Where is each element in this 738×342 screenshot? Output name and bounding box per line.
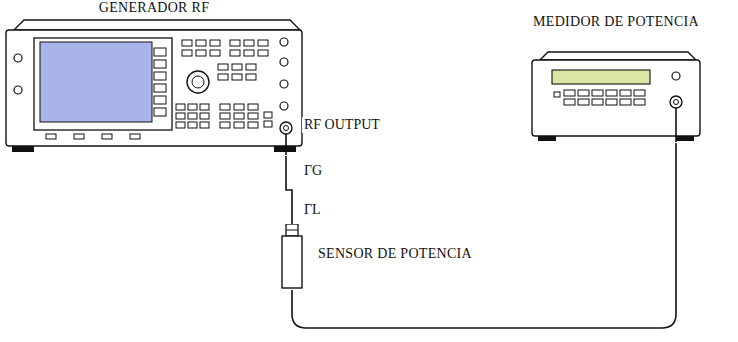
rf-generator-drawing [0,0,306,156]
power-sensor: SENSOR DE POTENCIA [280,224,520,290]
coax-cable [292,143,676,328]
device-name: MEDIDOR DE POTENCIA [533,14,699,30]
power-meter: MEDIDOR DE POTENCIA [502,0,734,143]
coax-cable [286,156,292,224]
device-name: GENERADOR RF [99,0,210,16]
device-name: SENSOR DE POTENCIA [318,246,472,262]
port-label: RF OUTPUT [302,117,382,133]
reflection-coefficient: ΓG [302,163,324,179]
reflection-coefficient: ΓL [302,202,323,218]
rf-generator: GENERADOR RF [0,0,306,156]
